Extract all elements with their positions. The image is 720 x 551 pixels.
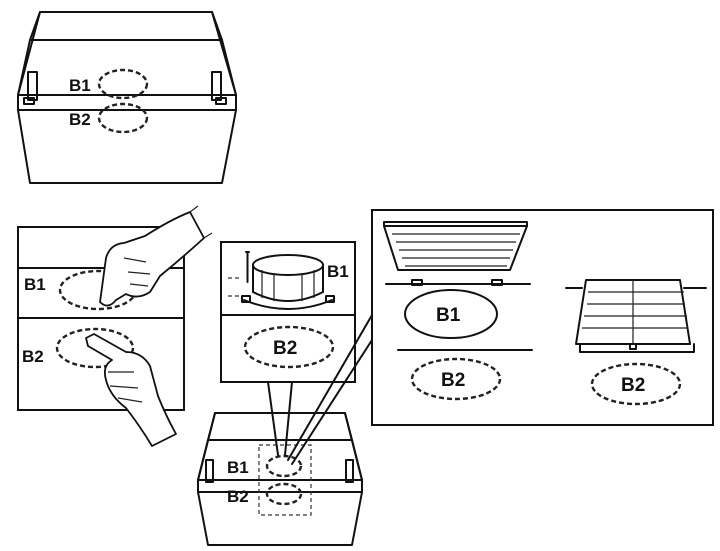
label-b2: B2 <box>227 487 249 506</box>
b2-cutout-outline <box>410 357 502 401</box>
grille-louvered <box>383 221 528 271</box>
label-b1: B1 <box>69 76 91 95</box>
duct-ring <box>241 254 335 310</box>
b1-cutout-outline <box>97 68 149 100</box>
panel-knockout: B1 B2 <box>17 205 213 447</box>
b2-cutout-outline <box>243 325 335 369</box>
highlight-region <box>258 444 312 516</box>
screw-icon <box>245 251 250 283</box>
label-b2: B2 <box>273 338 297 359</box>
cabinet-detail: B1 B2 <box>197 412 363 546</box>
b2-cutout-outline <box>590 362 682 406</box>
hand-lower <box>85 333 177 447</box>
label-b1: B1 <box>24 275 46 294</box>
label-b2: B2 <box>69 110 91 129</box>
label-b2: B2 <box>22 347 44 366</box>
b1-cutout-open <box>404 289 498 339</box>
b2-cutout-outline <box>55 327 135 369</box>
label-b2: B2 <box>621 375 645 396</box>
label-b1: B1 <box>227 458 249 477</box>
cabinet-overview: B1 B2 <box>17 11 237 184</box>
b1-cutout-outline <box>265 454 303 478</box>
grille-grid <box>575 279 695 353</box>
b2-cutout-outline <box>265 482 303 506</box>
panel-tube-install: B2 B1 <box>220 241 356 456</box>
label-b1: B1 <box>436 305 461 326</box>
label-b1: B1 <box>327 262 349 281</box>
panel-grilles: B1 B2 B2 <box>287 209 714 465</box>
hand-upper <box>99 205 213 307</box>
b2-cutout-outline <box>97 102 149 134</box>
label-b2: B2 <box>441 370 465 391</box>
